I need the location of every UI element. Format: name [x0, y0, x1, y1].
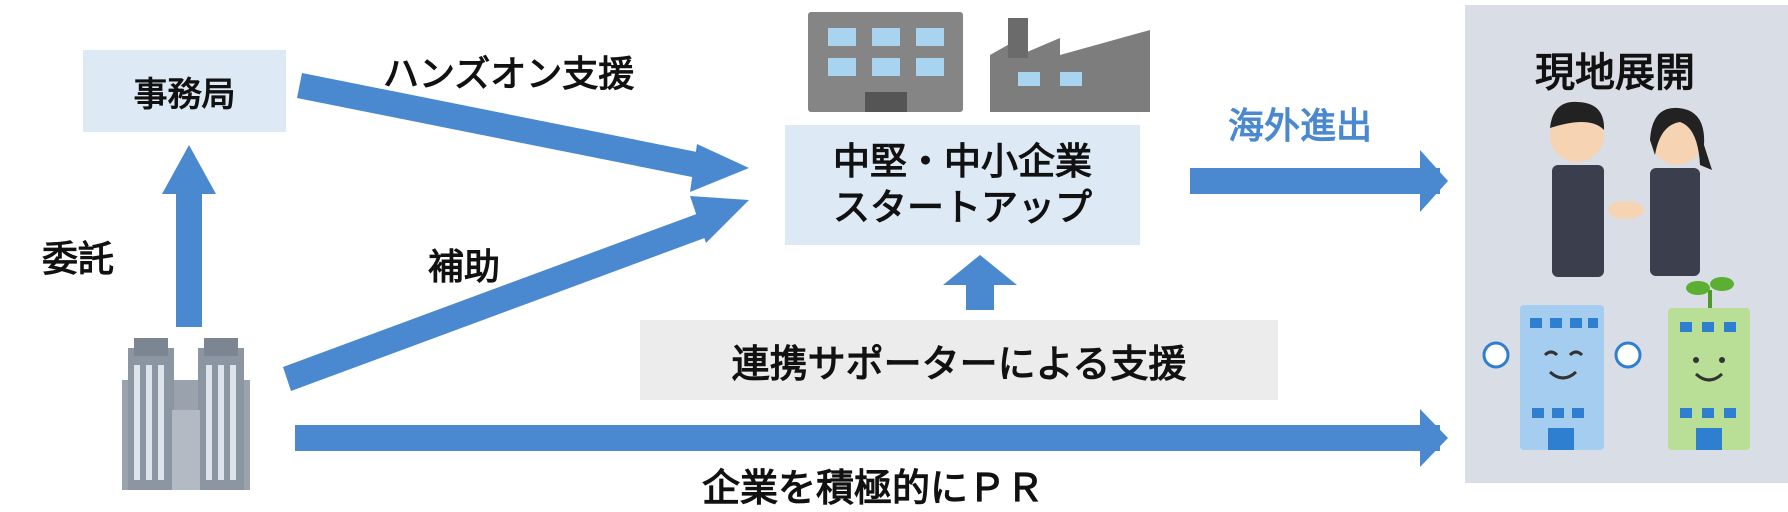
commission-label: 委託	[42, 239, 115, 280]
factory-icon	[990, 18, 1150, 112]
local-expansion-title: 現地展開	[1535, 50, 1695, 96]
building-mascot-icon	[1482, 305, 1642, 450]
overseas-label: 海外進出	[1228, 106, 1373, 147]
pr-arrow	[295, 425, 1440, 451]
secretariat-box: 事務局	[83, 50, 286, 132]
commission-arrow	[176, 192, 202, 327]
tokyo-gov-building-icon	[122, 338, 250, 490]
handshake-icon	[1550, 101, 1712, 277]
pr-label: 企業を積極的にＰＲ	[702, 466, 1045, 510]
companies-line2: スタートアップ	[833, 186, 1092, 229]
hands-on-arrow	[297, 73, 702, 178]
overseas-arrow	[1190, 168, 1440, 194]
subsidy-arrow	[283, 212, 710, 391]
office-building-icon	[808, 12, 963, 112]
companies-box: 中堅・中小企業 スタートアップ	[785, 125, 1140, 245]
subsidy-label: 補助	[428, 247, 501, 288]
companies-line1: 中堅・中小企業	[833, 140, 1092, 183]
secretariat-label: 事務局	[133, 74, 236, 115]
sprout-building-mascot-icon	[1668, 277, 1750, 450]
hands-on-label: ハンズオン支援	[383, 54, 635, 95]
partner-support-label: 連携サポーターによる支援	[731, 341, 1187, 386]
partner-support-box: 連携サポーターによる支援	[640, 320, 1278, 400]
